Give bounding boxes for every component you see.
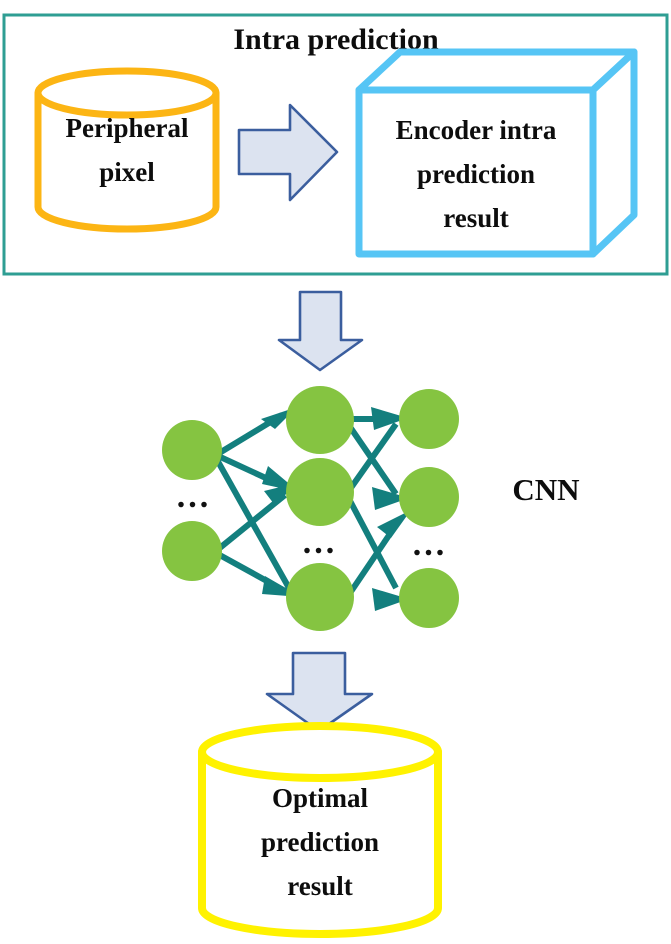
encoder-result-cube: Encoder intra prediction result [355,48,638,258]
cnn-node [286,563,354,631]
result-cylinder-body [198,748,442,938]
intra-prediction-group: Intra prediction Peripheral pixel En [2,13,669,276]
cnn-node [399,467,459,527]
cnn-node [286,458,354,526]
cube-label-line2: prediction [417,159,535,189]
result-cylinder-top-ellipse [198,722,442,782]
result-label-line1: Optimal [272,783,369,813]
arrow-intra-to-cnn [277,290,364,372]
cnn-node [286,386,354,454]
arrow-peripheral-to-encoder [237,103,339,202]
edge-h2-o1 [345,422,399,494]
edge-h2-o3 [345,495,399,590]
arrowhead-o2-a [372,487,409,510]
cylinder-label-line1: Peripheral [66,113,189,143]
cnn-layer-output: ... [399,389,459,628]
cnn-layer-input: ... [162,420,222,581]
cnn-network: ... ... ... CNN [162,386,580,631]
down-arrow-2-shape [265,651,374,733]
section-border [2,13,669,276]
cylinder-top-ellipse [34,67,220,119]
cnn-node [162,420,222,480]
cube-front-face [355,86,597,258]
cube-top-face [355,48,638,94]
arrowhead-o1-a [371,407,408,430]
cylinder-label-line2: pixel [99,157,155,187]
edge-in2-h2 [214,492,287,554]
right-arrow-shape [237,103,339,202]
result-label-line2: prediction [261,827,379,857]
cnn-input-ellipsis: ... [177,478,212,515]
cnn-layer-hidden: ... [286,386,354,631]
cnn-hidden-ellipsis: ... [303,524,338,561]
cube-label-line3: result [443,203,509,233]
cube-right-face [589,48,638,258]
cube-label-line1: Encoder intra [396,115,557,145]
peripheral-pixel-cylinder: Peripheral pixel [34,67,220,233]
cnn-node [162,521,222,581]
cnn-node [399,389,459,449]
down-arrow-1-shape [277,290,364,372]
result-label-line3: result [287,871,353,901]
optimal-result-cylinder: Optimal prediction result [198,722,442,938]
arrow-cnn-to-output [265,651,374,733]
cnn-node [399,568,459,628]
cnn-edges [213,412,401,598]
cnn-label: CNN [512,472,579,507]
cnn-output-ellipsis: ... [413,526,448,563]
arrowhead-o3-a [372,588,409,611]
arrowhead-o2-b [377,510,411,538]
cylinder-body [34,89,220,233]
